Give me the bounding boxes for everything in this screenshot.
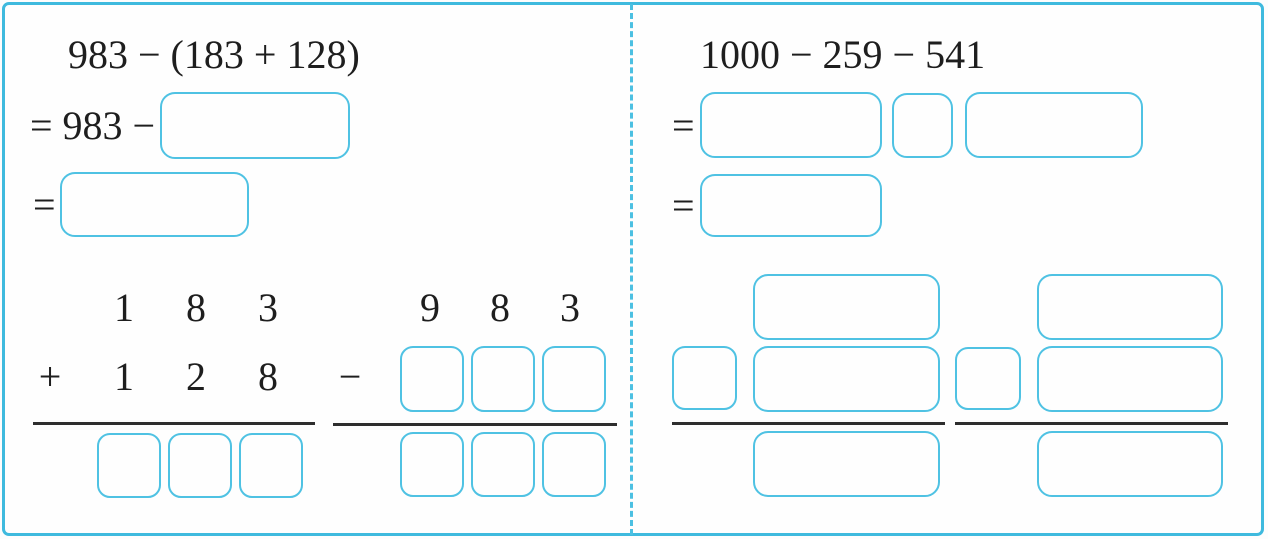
digit: 1 [114, 354, 134, 399]
answer-cell[interactable] [239, 433, 303, 498]
answer-box-step2[interactable] [60, 172, 249, 237]
digit: 3 [560, 285, 580, 330]
answer-cell[interactable] [168, 433, 232, 498]
minus-operator: − [338, 354, 362, 399]
problem-expression: 983 − (183 + 128) [68, 32, 360, 77]
problem-expression: 1000 − 259 − 541 [700, 32, 986, 77]
answer-cell[interactable] [471, 346, 535, 412]
digit: 2 [186, 354, 206, 399]
operator-box[interactable] [672, 346, 737, 410]
digit: 1 [114, 285, 134, 330]
operand-box[interactable] [1037, 346, 1223, 412]
digit: 8 [258, 354, 278, 399]
step2-equals: = [33, 182, 56, 227]
step1-prefix: = 983 − [30, 103, 156, 148]
answer-cell[interactable] [542, 346, 606, 412]
operator-box[interactable] [955, 347, 1021, 410]
result-box[interactable] [1037, 431, 1223, 497]
result-line [955, 422, 1228, 425]
digit: 8 [490, 285, 510, 330]
operand-box[interactable] [753, 346, 940, 412]
answer-box-result[interactable] [700, 174, 882, 237]
answer-cell[interactable] [400, 432, 464, 497]
step2-equals: = [672, 183, 695, 228]
plus-operator: + [38, 354, 62, 399]
sum-line [33, 422, 315, 425]
answer-cell[interactable] [542, 432, 606, 497]
center-divider [630, 4, 633, 535]
digit: 3 [258, 285, 278, 330]
answer-cell[interactable] [97, 433, 161, 498]
answer-cell[interactable] [471, 432, 535, 497]
step1-equals: = [672, 102, 695, 148]
digit: 8 [186, 285, 206, 330]
difference-line [333, 423, 617, 426]
digit: 9 [420, 285, 440, 330]
answer-cell[interactable] [400, 346, 464, 412]
result-box[interactable] [753, 431, 940, 497]
operand-box[interactable] [753, 274, 940, 340]
answer-box-operator[interactable] [892, 93, 953, 158]
result-line [672, 422, 945, 425]
answer-box-operand1[interactable] [700, 92, 882, 158]
operand-box[interactable] [1037, 274, 1223, 340]
answer-box-operand2[interactable] [965, 92, 1143, 158]
answer-box-step1[interactable] [160, 92, 350, 159]
